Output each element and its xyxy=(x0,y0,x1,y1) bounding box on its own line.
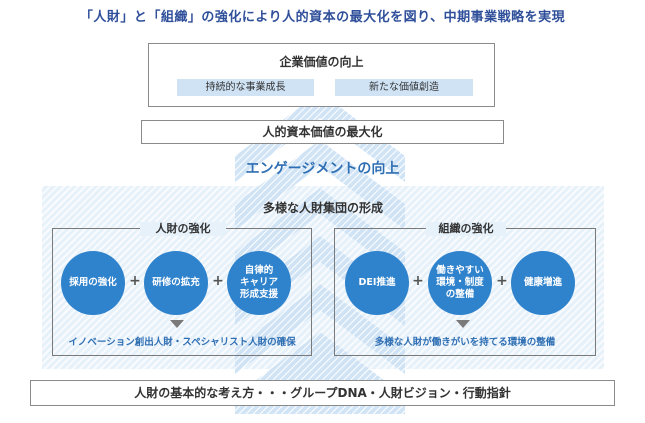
recruitment-label: 採用の強化 xyxy=(69,277,117,288)
corporate-value-label: 企業価値の向上 xyxy=(279,55,364,69)
sustainable-growth-pill: 持続的な事業成長 xyxy=(177,79,314,96)
talent-group-title: 人財の強化 xyxy=(140,222,226,236)
recruitment-circle: 採用の強化 xyxy=(61,251,125,315)
organization-group-title: 組織の強化 xyxy=(426,222,506,236)
career-support-label: 自律的 キャリア 形成支援 xyxy=(239,265,278,300)
human-capital-box: 人的資本価値の最大化 xyxy=(141,120,504,144)
work-environment-circle: 働きやすい 環境・制度 の整備 xyxy=(428,251,492,315)
health-label: 健康増進 xyxy=(523,277,562,288)
value-creation-pill: 新たな価値創造 xyxy=(335,79,473,96)
organization-outcome: 多様な人財が働きがいを持てる環境の整備 xyxy=(374,337,556,348)
training-label: 研修の拡充 xyxy=(152,277,200,288)
chevron-shape xyxy=(235,284,405,374)
dei-label: DEI推進 xyxy=(358,277,396,288)
diversity-label: 多様な人財集団の形成 xyxy=(262,201,383,215)
training-circle: 研修の拡充 xyxy=(144,251,208,315)
chevron-shape xyxy=(235,188,405,278)
plus-sign: + xyxy=(412,273,424,289)
down-triangle-icon xyxy=(170,320,184,328)
talent-outcome: イノベーション創出人財・スペシャリスト人財の確保 xyxy=(68,337,296,348)
corporate-value-box: 企業価値の向上 持続的な事業成長 新たな価値創造 xyxy=(148,43,495,107)
diversity-band xyxy=(42,186,604,369)
engagement-label: エンゲージメントの向上 xyxy=(245,161,400,177)
health-circle: 健康増進 xyxy=(511,251,575,315)
foundation-box: 人財の基本的な考え方・・・グループDNA・人財ビジョン・行動指針 xyxy=(30,380,615,406)
plus-sign: + xyxy=(496,273,508,289)
plus-sign: + xyxy=(212,273,224,289)
dei-circle: DEI推進 xyxy=(345,251,409,315)
work-environment-label: 働きやすい 環境・制度 の整備 xyxy=(436,265,484,300)
plus-sign: + xyxy=(129,273,141,289)
down-triangle-icon xyxy=(456,320,470,328)
career-support-circle: 自律的 キャリア 形成支援 xyxy=(227,251,291,315)
chevron-shape xyxy=(235,140,405,230)
page-title: 「人財」と「組織」の強化により人的資本の最大化を図り、中期事業戦略を実現 xyxy=(79,10,566,25)
